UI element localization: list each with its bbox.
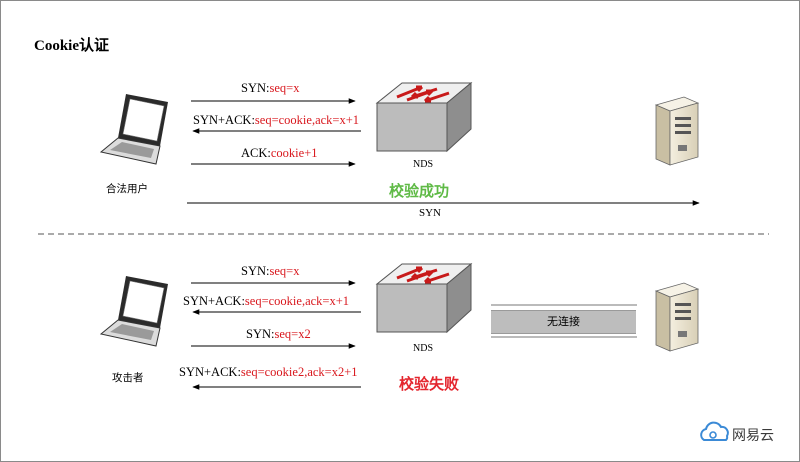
msg-attack-synack-2: SYN+ACK:seq=cookie2,ack=x2+1 [179, 365, 358, 380]
msg-ack: ACK:cookie+1 [241, 146, 318, 161]
msg-attack-syn-1: SYN:seq=x [241, 264, 299, 279]
server-icon [654, 96, 700, 166]
brand-name: 网易云 [732, 428, 774, 444]
msg-prefix: SYN: [241, 264, 270, 278]
msg-prefix: SYN+ACK: [183, 294, 245, 308]
msg-value: cookie+1 [270, 146, 318, 160]
msg-value: seq=x2 [274, 327, 311, 341]
msg-prefix: SYN+ACK: [193, 113, 255, 127]
no-connection-bar: 无连接 [491, 310, 636, 334]
msg-value: seq=cookie,ack=x+1 [254, 113, 360, 127]
page-title: Cookie认证 [34, 38, 110, 54]
msg-attack-syn-2: SYN:seq=x2 [246, 327, 311, 342]
msg-prefix: SYN+ACK: [179, 365, 241, 379]
msg-value: seq=cookie2,ack=x2+1 [240, 365, 358, 379]
msg-syn: SYN:seq=x [241, 81, 299, 96]
msg-attack-synack-1: SYN+ACK:seq=cookie,ack=x+1 [183, 294, 349, 309]
msg-prefix: SYN: [246, 327, 275, 341]
syn-to-server-label: SYN [419, 207, 442, 219]
verify-success-label: 校验成功 [389, 182, 450, 200]
msg-synack: SYN+ACK:seq=cookie,ack=x+1 [193, 113, 359, 128]
server-icon [654, 282, 700, 352]
attacker-label: 攻击者 [112, 372, 144, 384]
msg-value: seq=x [269, 81, 300, 95]
msg-prefix: ACK: [241, 146, 271, 160]
legit-user-label: 合法用户 [106, 183, 148, 195]
msg-value: seq=x [269, 264, 300, 278]
verify-fail-label: 校验失败 [399, 375, 460, 393]
laptop-icon [99, 276, 168, 347]
switch-icon [375, 81, 473, 153]
nds-label: NDS [413, 159, 434, 170]
msg-prefix: SYN: [241, 81, 270, 95]
switch-icon [375, 262, 473, 334]
msg-value: seq=cookie,ack=x+1 [244, 294, 350, 308]
laptop-icon [99, 94, 168, 165]
nds-label: NDS [413, 343, 434, 354]
cloud-logo-icon [700, 421, 729, 441]
